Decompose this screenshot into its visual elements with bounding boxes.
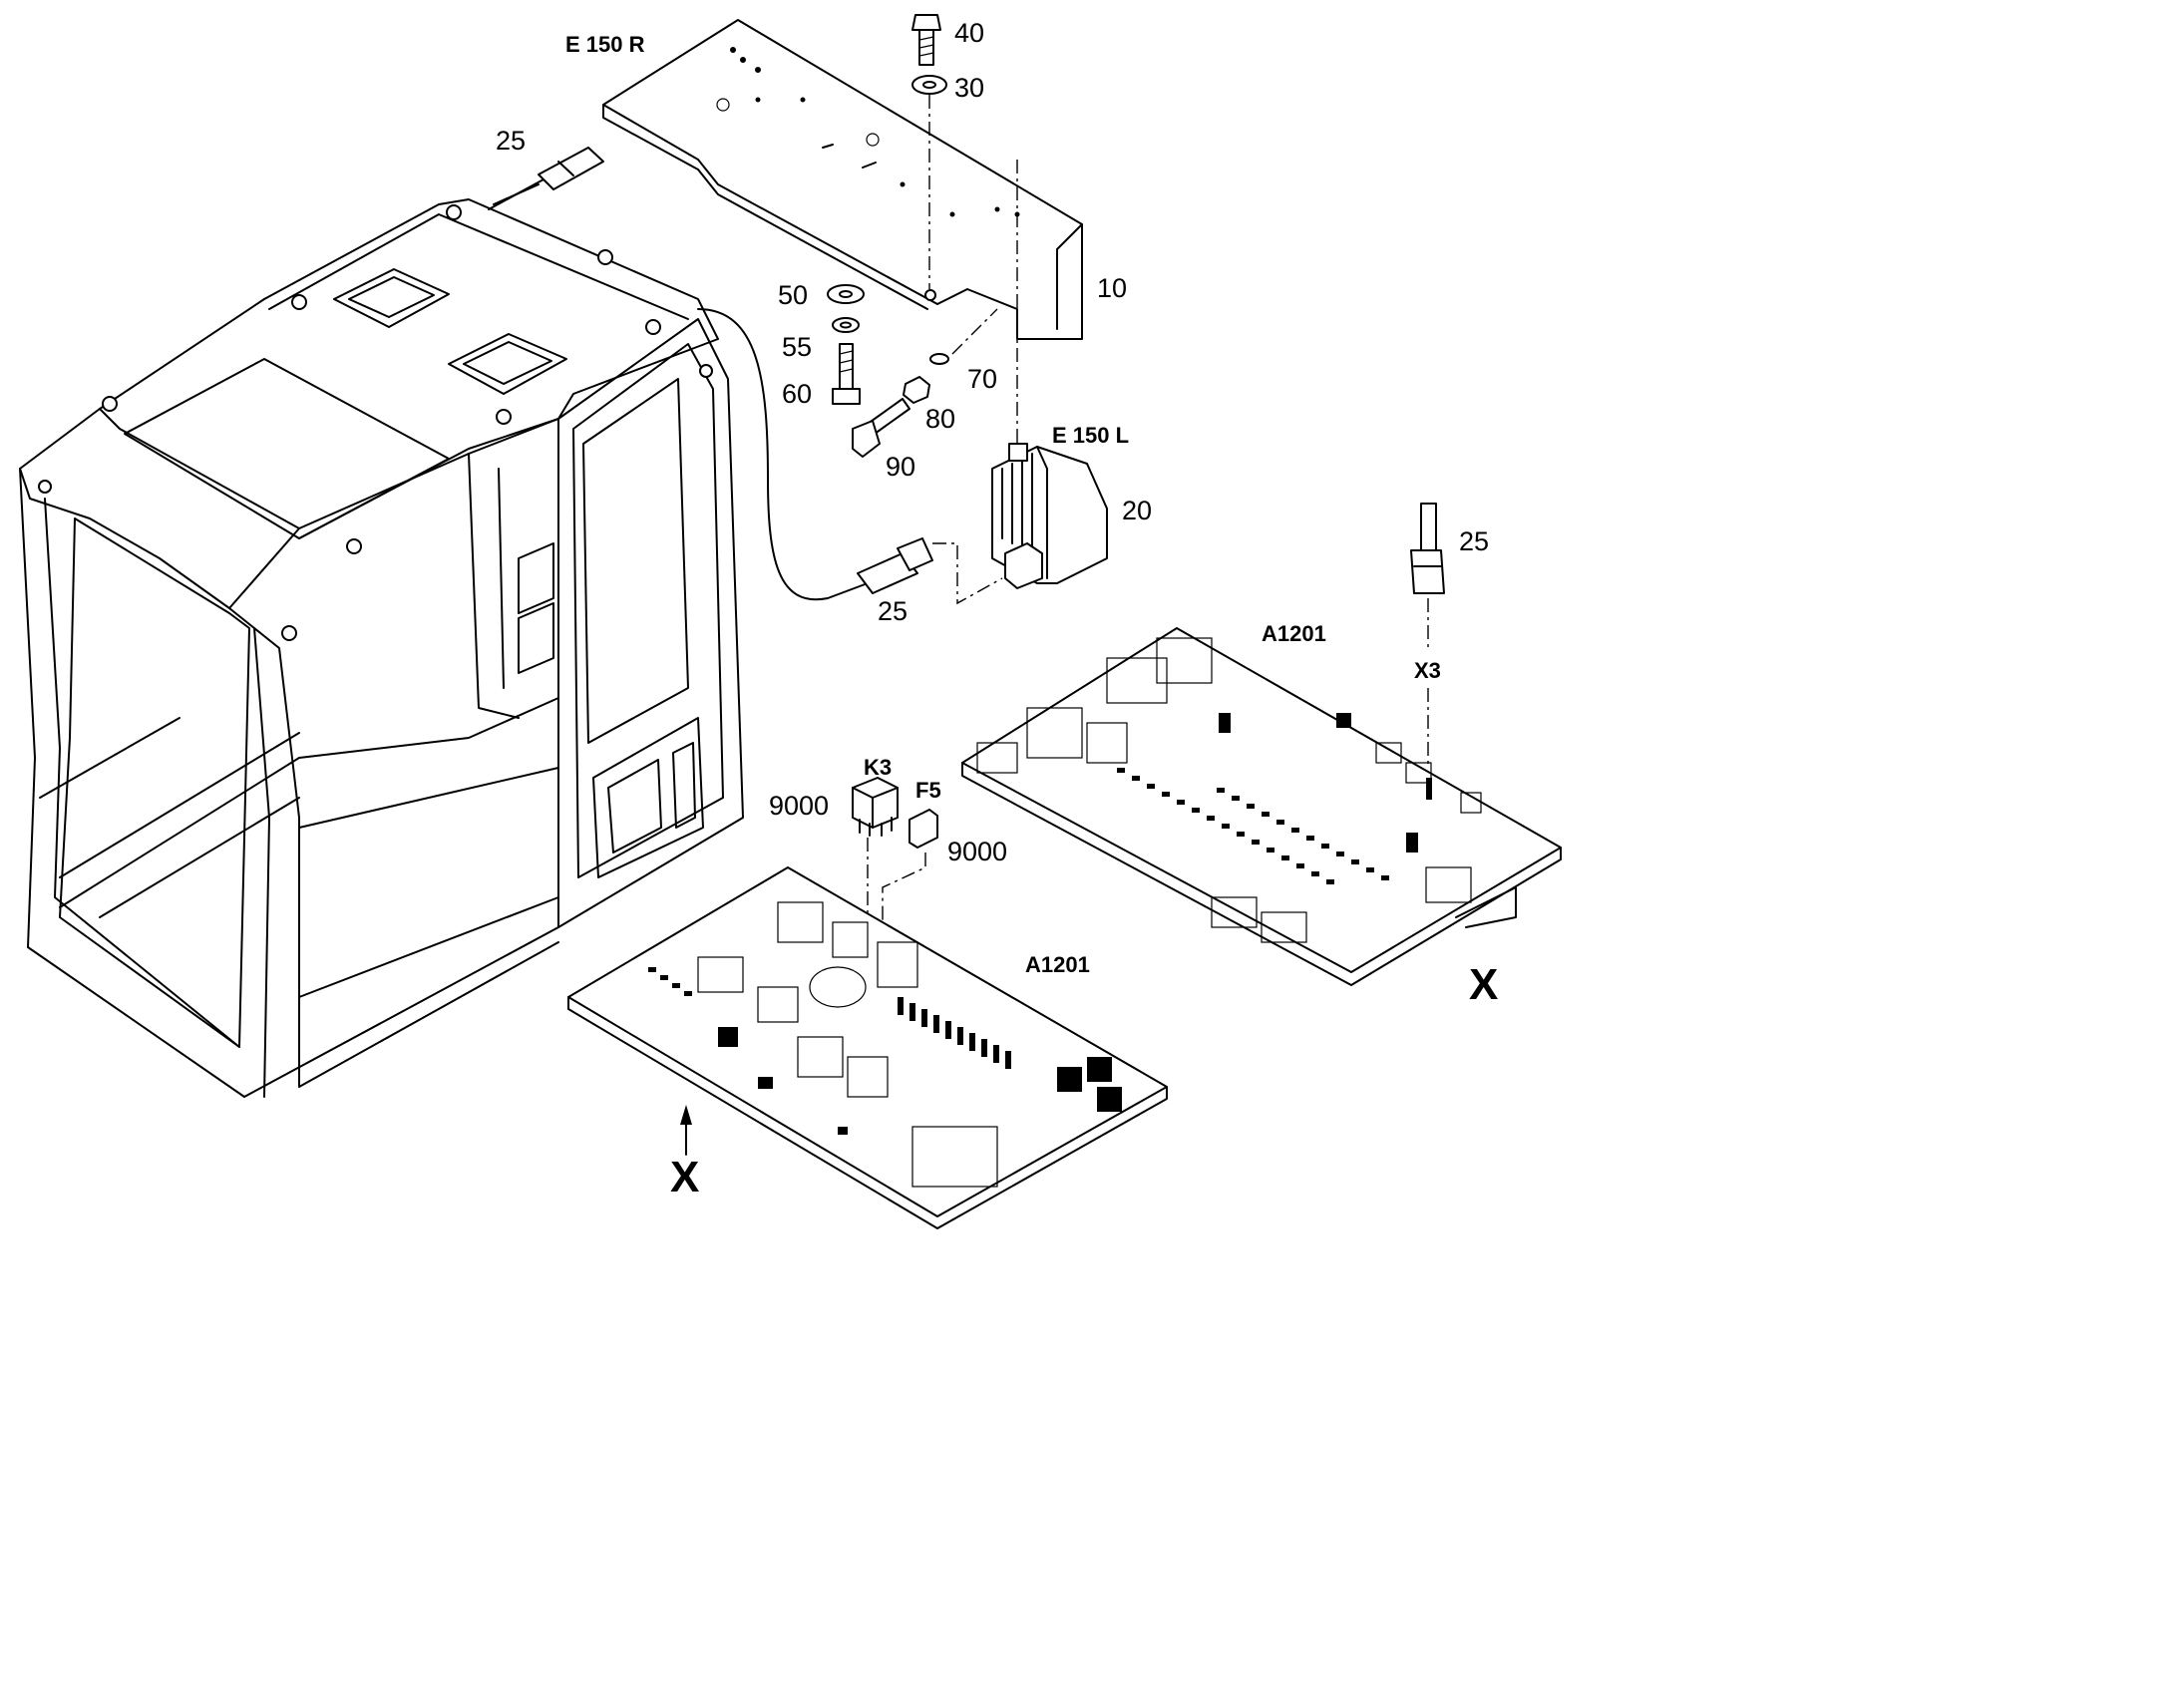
pcb-front-components — [648, 967, 1122, 1135]
callout-9000-f5: 9000 — [947, 837, 1007, 866]
pcb-right-components — [1117, 713, 1432, 884]
label-k3: K3 — [864, 755, 892, 780]
label-view-x-bottom: X — [670, 1153, 699, 1201]
connector-x3 — [1410, 503, 1445, 594]
pcb-front — [567, 866, 1168, 1229]
callout-25-mid: 25 — [878, 596, 908, 626]
label-a1201-right: A1201 — [1262, 621, 1326, 646]
label-a1201-left: A1201 — [1025, 952, 1090, 977]
mounting-plate — [602, 19, 1083, 340]
label-view-x-right: X — [1469, 960, 1498, 1009]
callout-25-right: 25 — [1459, 526, 1489, 556]
callout-20: 20 — [1122, 496, 1152, 525]
callout-9000-k3: 9000 — [769, 791, 829, 821]
callout-70: 70 — [967, 364, 997, 394]
parts-diagram: E 150 R E 150 L A1201 A1201 K3 F5 X3 X X… — [19, 14, 1562, 1229]
callout-90: 90 — [886, 452, 915, 482]
label-e150l: E 150 L — [1052, 423, 1129, 448]
view-arrow — [680, 1105, 692, 1156]
cable-harness — [488, 147, 933, 601]
callout-55: 55 — [782, 332, 812, 362]
cab-frame — [19, 198, 744, 1098]
label-e150r: E 150 R — [565, 32, 645, 57]
label-f5: F5 — [915, 778, 941, 803]
work-light — [991, 443, 1108, 589]
callout-30: 30 — [954, 73, 984, 103]
relay-fuse — [852, 777, 938, 849]
callout-50: 50 — [778, 280, 808, 310]
pcb-right — [961, 627, 1562, 986]
callout-10: 10 — [1097, 273, 1127, 303]
callout-25-top: 25 — [496, 126, 526, 156]
callout-60: 60 — [782, 379, 812, 409]
callout-80: 80 — [925, 404, 955, 434]
hardware — [827, 14, 949, 458]
callout-40: 40 — [954, 18, 984, 48]
label-x3: X3 — [1414, 658, 1441, 683]
